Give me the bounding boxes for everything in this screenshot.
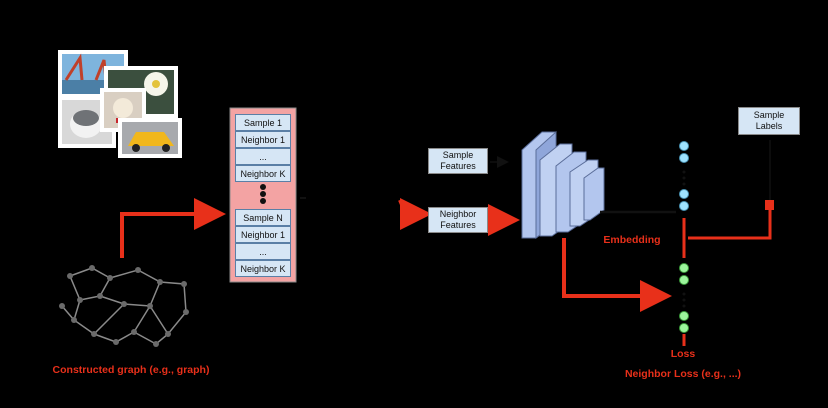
loss-caption: Loss xyxy=(670,348,696,360)
neural-network xyxy=(521,130,605,240)
batch-item-neighbor-1: Neighbor 1 xyxy=(235,131,291,148)
batch-item-neighbor-k-b: Neighbor K xyxy=(235,260,291,277)
batch-item-ellipsis: ... xyxy=(235,148,291,165)
node-ellipsis xyxy=(682,170,686,308)
right-caption: Neighbor Loss (e.g., ...) xyxy=(624,368,742,380)
label-loss-knob xyxy=(765,200,774,210)
batch-item-sample-n: Sample N xyxy=(235,209,291,226)
batch-item-sample-1: Sample 1 xyxy=(235,114,291,131)
batch-item-neighbor-k: Neighbor K xyxy=(235,165,291,182)
label-loss-connector xyxy=(688,210,772,240)
input-to-neighbor-arrow xyxy=(398,198,432,230)
batch-item-neighbor-1-b: Neighbor 1 xyxy=(235,226,291,243)
graph-to-batch-arrow xyxy=(120,198,226,258)
embedding-caption: Embedding xyxy=(603,234,661,246)
batch-item-ellipsis-b: ... xyxy=(235,243,291,260)
photo-collage xyxy=(58,50,182,158)
sample-features-box: Sample Features xyxy=(428,148,488,174)
batch-ellipsis-dots xyxy=(260,184,266,204)
graph-nodes xyxy=(59,265,189,347)
neighbor-embedding-nodes xyxy=(679,263,689,333)
neighbor-features-box: Neighbor Features xyxy=(428,207,488,233)
sample-embedding-nodes xyxy=(679,141,689,211)
network-to-neighbor-arrow xyxy=(562,238,672,312)
sample-labels-box: Sample Labels xyxy=(738,107,800,135)
left-caption: Constructed graph (e.g., graph) xyxy=(52,364,210,376)
